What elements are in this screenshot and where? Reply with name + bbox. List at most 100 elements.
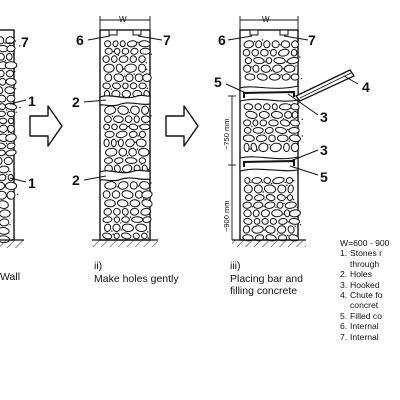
- stone: [113, 47, 121, 55]
- panel-2-wall: W 6 7 2 2: [72, 15, 171, 247]
- stone: [129, 55, 138, 63]
- stone: [5, 52, 13, 61]
- stone: [132, 232, 140, 240]
- stone: [253, 201, 264, 209]
- stone: [121, 216, 130, 223]
- stone: [0, 200, 9, 209]
- stone: [0, 69, 5, 78]
- stone: [0, 181, 5, 191]
- stone: [0, 36, 5, 45]
- mortar-dot: [294, 225, 296, 227]
- stone: [125, 138, 135, 148]
- stone: [128, 130, 138, 139]
- stone: [265, 57, 273, 65]
- stone: [131, 216, 144, 223]
- mortar-dot: [12, 53, 14, 55]
- panel-2-ground: [92, 240, 158, 247]
- stone: [0, 117, 8, 125]
- legend-item: 1.Stones r: [340, 248, 383, 259]
- mortar-dot: [300, 78, 302, 80]
- legend-item: 4.Chute fo: [340, 290, 383, 301]
- mortar-dot: [292, 198, 295, 201]
- mortar-dot: [257, 149, 259, 151]
- stone: [289, 119, 301, 127]
- panel-2-caption-line: Make holes gently: [94, 272, 179, 285]
- stone: [263, 103, 271, 111]
- stone: [6, 110, 16, 118]
- stone: [264, 201, 276, 209]
- stone: [242, 201, 252, 209]
- stone: [280, 40, 291, 49]
- stone: [244, 177, 251, 184]
- mortar-dot: [264, 199, 266, 201]
- stone: [263, 184, 277, 194]
- stone: [104, 199, 116, 208]
- stone: [135, 138, 147, 148]
- stone: [104, 115, 112, 124]
- stone: [269, 48, 277, 57]
- stone: [139, 181, 151, 190]
- stone: [260, 64, 271, 73]
- panel-3-caption-line-1: Placing bar and: [230, 272, 303, 285]
- stone: [7, 124, 15, 133]
- panel-3-ground: [232, 240, 306, 247]
- stone: [263, 40, 271, 49]
- stone: [263, 177, 271, 184]
- mortar-dot: [111, 230, 113, 232]
- stone: [102, 82, 111, 90]
- mortar-dot: [150, 53, 152, 55]
- stone: [103, 138, 110, 148]
- stone: [104, 47, 113, 55]
- stone: [130, 207, 140, 216]
- mortar-dot: [117, 54, 120, 56]
- mortar-dot: [14, 70, 16, 73]
- stone: [121, 223, 134, 233]
- stone: [5, 149, 17, 157]
- mortar-dot: [293, 180, 295, 182]
- mortar-dot: [285, 196, 288, 198]
- mortar-dot: [137, 135, 139, 137]
- mortar-dot: [263, 229, 266, 231]
- stone: [276, 225, 287, 234]
- legend-item: 5.Filled co: [340, 310, 382, 321]
- mortar-dot: [295, 65, 297, 67]
- stone: [141, 190, 153, 199]
- stone: [253, 218, 261, 225]
- stone: [139, 123, 151, 131]
- mortar-dot: [19, 45, 21, 47]
- stone: [243, 40, 255, 49]
- mortar-dot: [279, 44, 281, 46]
- stone: [245, 194, 253, 202]
- stone: [289, 134, 301, 143]
- stone: [124, 115, 133, 123]
- stone: [0, 52, 5, 61]
- stone: [7, 117, 15, 125]
- stone: [242, 225, 251, 234]
- stone: [0, 226, 10, 235]
- panel-3-roman: iii): [230, 260, 241, 272]
- stone: [256, 73, 268, 81]
- stone: [243, 217, 253, 225]
- stone: [113, 232, 120, 240]
- stone: [0, 156, 3, 165]
- mortar-dot: [128, 204, 130, 207]
- mortar-dot: [120, 229, 123, 231]
- panel-2-hole-lower: [99, 169, 151, 182]
- panel-3-callout-5b: 5: [320, 169, 328, 185]
- stone: [264, 126, 274, 134]
- panel-1-ground: [0, 240, 24, 248]
- stone: [6, 142, 16, 150]
- stone: [270, 110, 283, 119]
- arrow-right-icon: [29, 105, 63, 147]
- stone: [4, 181, 18, 191]
- mortar-dot: [287, 221, 289, 223]
- mortar-dot: [116, 186, 119, 188]
- mortar-dot: [127, 125, 129, 128]
- stone: [277, 134, 289, 143]
- stone: [0, 173, 7, 182]
- stone: [276, 201, 284, 209]
- mortar-dot: [147, 231, 149, 233]
- mortar-dot: [136, 148, 139, 150]
- panel-3-callout-4: 4: [362, 79, 370, 95]
- stone: [244, 57, 252, 65]
